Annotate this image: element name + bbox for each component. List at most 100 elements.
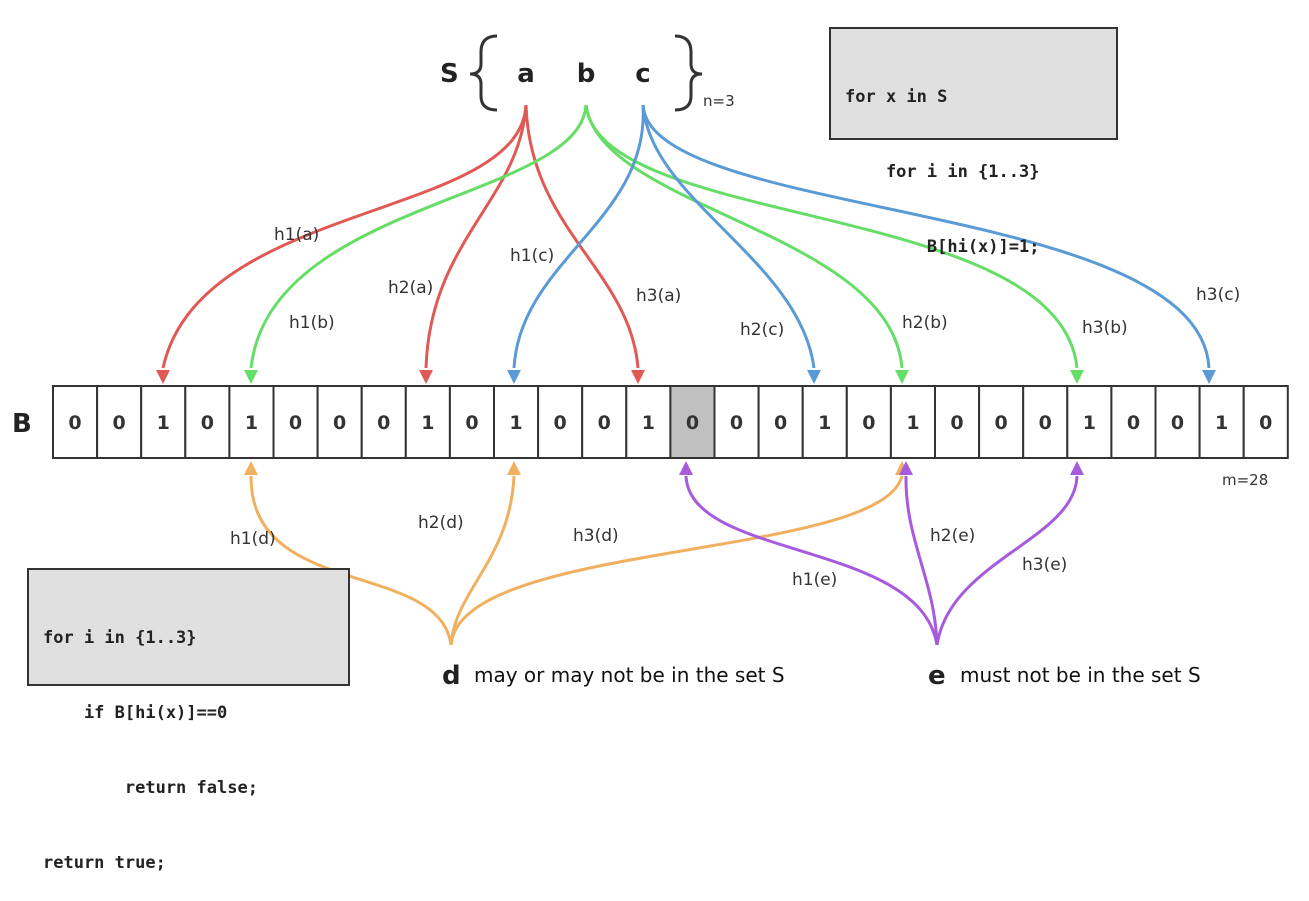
bit-value: 1 (818, 412, 831, 434)
bit-value: 0 (730, 412, 743, 434)
arrow-h1a-head (156, 370, 170, 384)
arrow-h3e (935, 475, 1079, 646)
bit-value: 0 (201, 412, 214, 434)
bit-cell (978, 385, 1025, 459)
label-h3c: h3(c) (1196, 285, 1240, 305)
bit-value: 0 (68, 412, 81, 434)
bit-value: 1 (245, 412, 258, 434)
bit-value: 1 (1215, 412, 1228, 434)
label-h3e: h3(e) (1022, 555, 1067, 575)
bit-cell (581, 385, 628, 459)
bit-value: 0 (1171, 412, 1184, 434)
bit-value: 0 (1039, 412, 1052, 434)
bit-value: 1 (1083, 412, 1096, 434)
bit-cell (1198, 385, 1245, 459)
bit-cell (52, 385, 99, 459)
bit-value: 0 (554, 412, 567, 434)
array-name: B (12, 409, 32, 439)
bit-value: 0 (950, 412, 963, 434)
query-note-d: may or may not be in the set S (474, 663, 785, 687)
arrow-h2b-head (895, 370, 909, 384)
insert-code-line-2: for i in {1..3} (845, 162, 1040, 182)
label-h1e: h1(e) (792, 570, 837, 590)
set-element-c: c (635, 59, 650, 89)
label-h3b: h3(b) (1082, 318, 1128, 338)
bit-cell (889, 385, 937, 459)
arrow-h2b (584, 104, 904, 369)
query-code-line-2: if B[hi(x)]==0 (43, 703, 228, 723)
arrow-h1a (161, 104, 528, 369)
arrow-h2d (449, 475, 516, 646)
arrow-h2e (904, 475, 939, 646)
label-h2c: h2(c) (740, 320, 784, 340)
arrow-h3d (449, 475, 904, 646)
label-h1d: h1(d) (230, 529, 276, 549)
arrow-h2a-head (419, 370, 433, 384)
query-element-e: e (928, 661, 946, 691)
bit-cell (228, 385, 275, 459)
bit-value: 0 (1127, 412, 1140, 434)
arrow-h1d-head (244, 461, 258, 475)
label-h2e: h2(e) (930, 526, 975, 546)
bit-value: 0 (862, 412, 875, 434)
arrow-h1b (249, 104, 588, 369)
set-element-b: b (577, 59, 596, 89)
bit-value: 1 (642, 412, 655, 434)
bit-value: 0 (465, 412, 478, 434)
arrow-h1e-head (679, 461, 693, 475)
bit-cell (1242, 385, 1289, 459)
arrow-h2a (424, 104, 528, 369)
set-element-a: a (517, 59, 535, 89)
query-note-e: must not be in the set S (960, 663, 1201, 687)
bit-value: 1 (421, 412, 434, 434)
insert-code-line-3: B[hi(x)]=1; (845, 237, 1040, 257)
label-h2a: h2(a) (388, 278, 433, 298)
label-h2d: h2(d) (418, 513, 464, 533)
label-h3a: h3(a) (636, 286, 681, 306)
bit-cell (493, 385, 540, 459)
bit-value: 0 (113, 412, 126, 434)
bit-value: 0 (598, 412, 611, 434)
arrow-h3b-head (1070, 370, 1084, 384)
set-size-label: n=3 (703, 92, 735, 110)
label-h1a: h1(a) (274, 225, 319, 245)
bit-value: 1 (509, 412, 522, 434)
set-left-brace (469, 34, 498, 112)
arrow-h3a (524, 104, 640, 369)
arrow-h2c (641, 104, 816, 369)
query-code-box: for i in {1..3} if B[hi(x)]==0 return fa… (27, 568, 350, 873)
bit-cell (713, 385, 760, 459)
query-code-line-4: return true; (43, 853, 166, 873)
bit-value: 0 (1259, 412, 1272, 434)
bit-cell (757, 385, 804, 459)
arrow-h3b (584, 104, 1079, 369)
arrow-h1e (684, 475, 939, 646)
arrow-h1c-head (507, 370, 521, 384)
bit-cell (448, 385, 495, 459)
query-code-line-1: for i in {1..3} (43, 628, 197, 648)
arrow-h1b-head (244, 370, 258, 384)
bit-value: 0 (686, 412, 699, 434)
bit-value: 0 (774, 412, 787, 434)
bit-cell (845, 385, 892, 459)
bit-cell (801, 385, 848, 459)
query-code-line-3: return false; (43, 778, 258, 798)
label-h2b: h2(b) (902, 313, 948, 333)
bit-cell (184, 385, 231, 459)
bit-cell (537, 385, 584, 459)
label-h1c: h1(c) (510, 246, 554, 266)
arrow-h2d-head (507, 461, 521, 475)
bit-value: 1 (157, 412, 170, 434)
bit-cell (272, 385, 319, 459)
set-right-brace (674, 34, 703, 112)
arrow-h3c (641, 104, 1211, 369)
arrow-h3c-head (1202, 370, 1216, 384)
arrow-h3a-head (631, 370, 645, 384)
bit-cell (1066, 385, 1113, 459)
label-h3d: h3(d) (573, 526, 619, 546)
bit-value: 0 (333, 412, 346, 434)
bit-value: 0 (377, 412, 390, 434)
bit-value: 0 (289, 412, 302, 434)
